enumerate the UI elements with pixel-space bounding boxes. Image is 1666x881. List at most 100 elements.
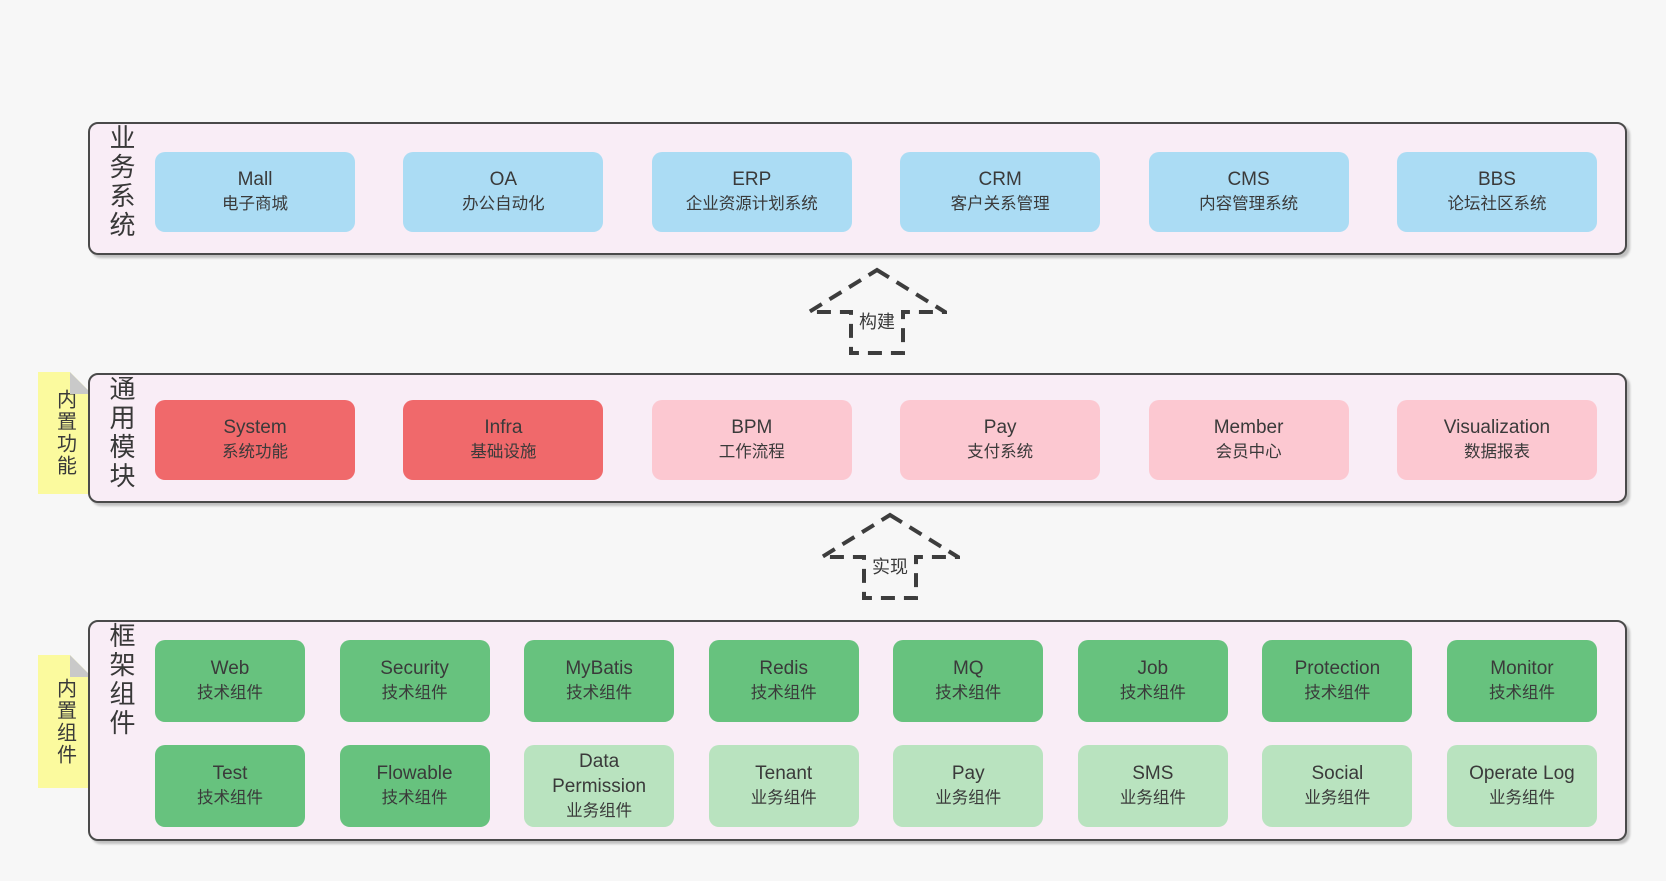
box-member: Member 会员中心: [1148, 400, 1349, 480]
box-visualization: Visualization 数据报表: [1396, 400, 1597, 480]
box-security: Security 技术组件: [339, 640, 490, 722]
box-job: Job 技术组件: [1077, 640, 1228, 722]
box-subtitle: 业务组件: [935, 789, 1002, 807]
box-title: Security: [380, 658, 449, 679]
box-subtitle: 业务组件: [1119, 789, 1186, 807]
box-title: Tenant: [755, 763, 813, 784]
box-subtitle: 技术组件: [197, 684, 263, 702]
box-mybatis: MyBatis 技术组件: [524, 640, 675, 722]
box-title: OA: [489, 169, 518, 190]
box-pay-system: Pay 支付系统: [900, 400, 1101, 480]
box-title: BPM: [731, 417, 773, 438]
arrow-implement-label: 实现: [869, 552, 911, 580]
up-arrow-icon: [807, 267, 947, 355]
box-subtitle: 技术组件: [935, 684, 1002, 702]
box-flowable: Flowable 技术组件: [339, 745, 490, 827]
box-social: Social 业务组件: [1262, 745, 1413, 827]
box-subtitle: 业务组件: [750, 789, 817, 807]
box-subtitle: 企业资源计划系统: [685, 195, 818, 213]
panel-common-modules: 通用模块 System 系统功能 Infra 基础设施 BPM 工作流程 Pay…: [88, 373, 1627, 503]
box-title: CRM: [978, 169, 1022, 190]
box-redis: Redis 技术组件: [708, 640, 859, 722]
box-title: System: [223, 417, 287, 438]
panel-label-framework-components: 框架组件: [106, 622, 136, 738]
box-subtitle: 工作流程: [718, 443, 785, 461]
box-oa: OA 办公自动化: [403, 152, 604, 232]
box-subtitle: 业务组件: [1488, 789, 1555, 807]
up-arrow-icon: [820, 512, 960, 600]
box-infra: Infra 基础设施: [403, 400, 604, 480]
arrow-implement: 实现: [820, 505, 960, 600]
box-subtitle: 基础设施: [470, 443, 537, 461]
arrow-build-label: 构建: [856, 307, 898, 335]
box-subtitle: 技术组件: [1119, 684, 1186, 702]
box-test: Test 技术组件: [155, 745, 305, 827]
box-system: System 系统功能: [155, 400, 355, 480]
sticky-text: 内置组件: [53, 677, 76, 766]
box-subtitle: 技术组件: [566, 684, 633, 702]
box-title: Social: [1311, 763, 1364, 784]
box-title: Operate Log: [1469, 763, 1575, 784]
box-operate-log: Operate Log 业务组件: [1446, 745, 1597, 827]
box-title: Infra: [484, 417, 523, 438]
panel-label-business-systems: 业务系统: [106, 124, 136, 240]
box-title: Member: [1213, 417, 1284, 438]
box-subtitle: 客户关系管理: [950, 195, 1050, 213]
box-bbs: BBS 论坛社区系统: [1396, 152, 1597, 232]
sticky-built-in-features: 内置功能: [38, 372, 92, 494]
box-title: Protection: [1294, 658, 1381, 679]
box-title: CMS: [1227, 169, 1270, 190]
sticky-built-in-components: 内置组件: [38, 655, 92, 788]
box-mall: Mall 电子商城: [155, 152, 355, 232]
box-title: Pay: [951, 763, 985, 784]
common-modules-row: System 系统功能 Infra 基础设施 BPM 工作流程 Pay 支付系统…: [155, 400, 1597, 480]
box-crm: CRM 客户关系管理: [900, 152, 1101, 232]
box-subtitle: 会员中心: [1215, 443, 1282, 461]
box-title: Visualization: [1443, 417, 1551, 438]
box-title: Job: [1137, 658, 1169, 679]
box-subtitle: 系统功能: [222, 443, 288, 461]
box-web: Web 技术组件: [155, 640, 305, 722]
box-subtitle: 业务组件: [1304, 789, 1371, 807]
box-tenant: Tenant 业务组件: [708, 745, 859, 827]
box-title: MyBatis: [565, 658, 633, 679]
box-subtitle: 办公自动化: [462, 195, 545, 213]
box-bpm: BPM 工作流程: [651, 400, 852, 480]
box-title: Pay: [983, 417, 1017, 438]
panel-label-common-modules: 通用模块: [106, 375, 136, 491]
box-subtitle: 技术组件: [381, 684, 448, 702]
box-subtitle: 技术组件: [1304, 684, 1371, 702]
box-title: Flowable: [376, 763, 453, 784]
box-sms: SMS 业务组件: [1077, 745, 1228, 827]
box-title: MQ: [952, 658, 984, 679]
box-title: Web: [210, 658, 250, 679]
box-title: Redis: [759, 658, 808, 679]
box-title: Monitor: [1490, 658, 1554, 679]
box-title: Data Permission: [552, 750, 647, 797]
box-title: Mall: [237, 169, 273, 190]
box-title: SMS: [1132, 763, 1174, 784]
box-subtitle: 支付系统: [967, 443, 1034, 461]
box-data-permission: Data Permission 业务组件: [524, 745, 675, 827]
box-title: ERP: [732, 169, 772, 190]
box-subtitle: 数据报表: [1463, 443, 1530, 461]
sticky-text: 内置功能: [53, 389, 76, 477]
box-subtitle: 内容管理系统: [1199, 195, 1299, 213]
box-subtitle: 业务组件: [566, 801, 633, 820]
box-title: Test: [212, 763, 248, 784]
box-subtitle: 技术组件: [1488, 684, 1555, 702]
box-erp: ERP 企业资源计划系统: [651, 152, 852, 232]
box-subtitle: 电子商城: [222, 195, 288, 213]
panel-framework-components: 框架组件 Web 技术组件 Security 技术组件 MyBatis 技术组件…: [88, 620, 1627, 841]
panel-business-systems: 业务系统 Mall 电子商城 OA 办公自动化 ERP 企业资源计划系统 CRM…: [88, 122, 1627, 255]
box-mq: MQ 技术组件: [893, 640, 1044, 722]
box-subtitle: 技术组件: [381, 789, 448, 807]
box-subtitle: 论坛社区系统: [1447, 195, 1547, 213]
business-systems-row: Mall 电子商城 OA 办公自动化 ERP 企业资源计划系统 CRM 客户关系…: [155, 152, 1597, 232]
box-monitor: Monitor 技术组件: [1446, 640, 1597, 722]
box-subtitle: 技术组件: [750, 684, 817, 702]
box-title: BBS: [1477, 169, 1516, 190]
box-cms: CMS 内容管理系统: [1148, 152, 1349, 232]
arrow-build: 构建: [807, 260, 947, 355]
